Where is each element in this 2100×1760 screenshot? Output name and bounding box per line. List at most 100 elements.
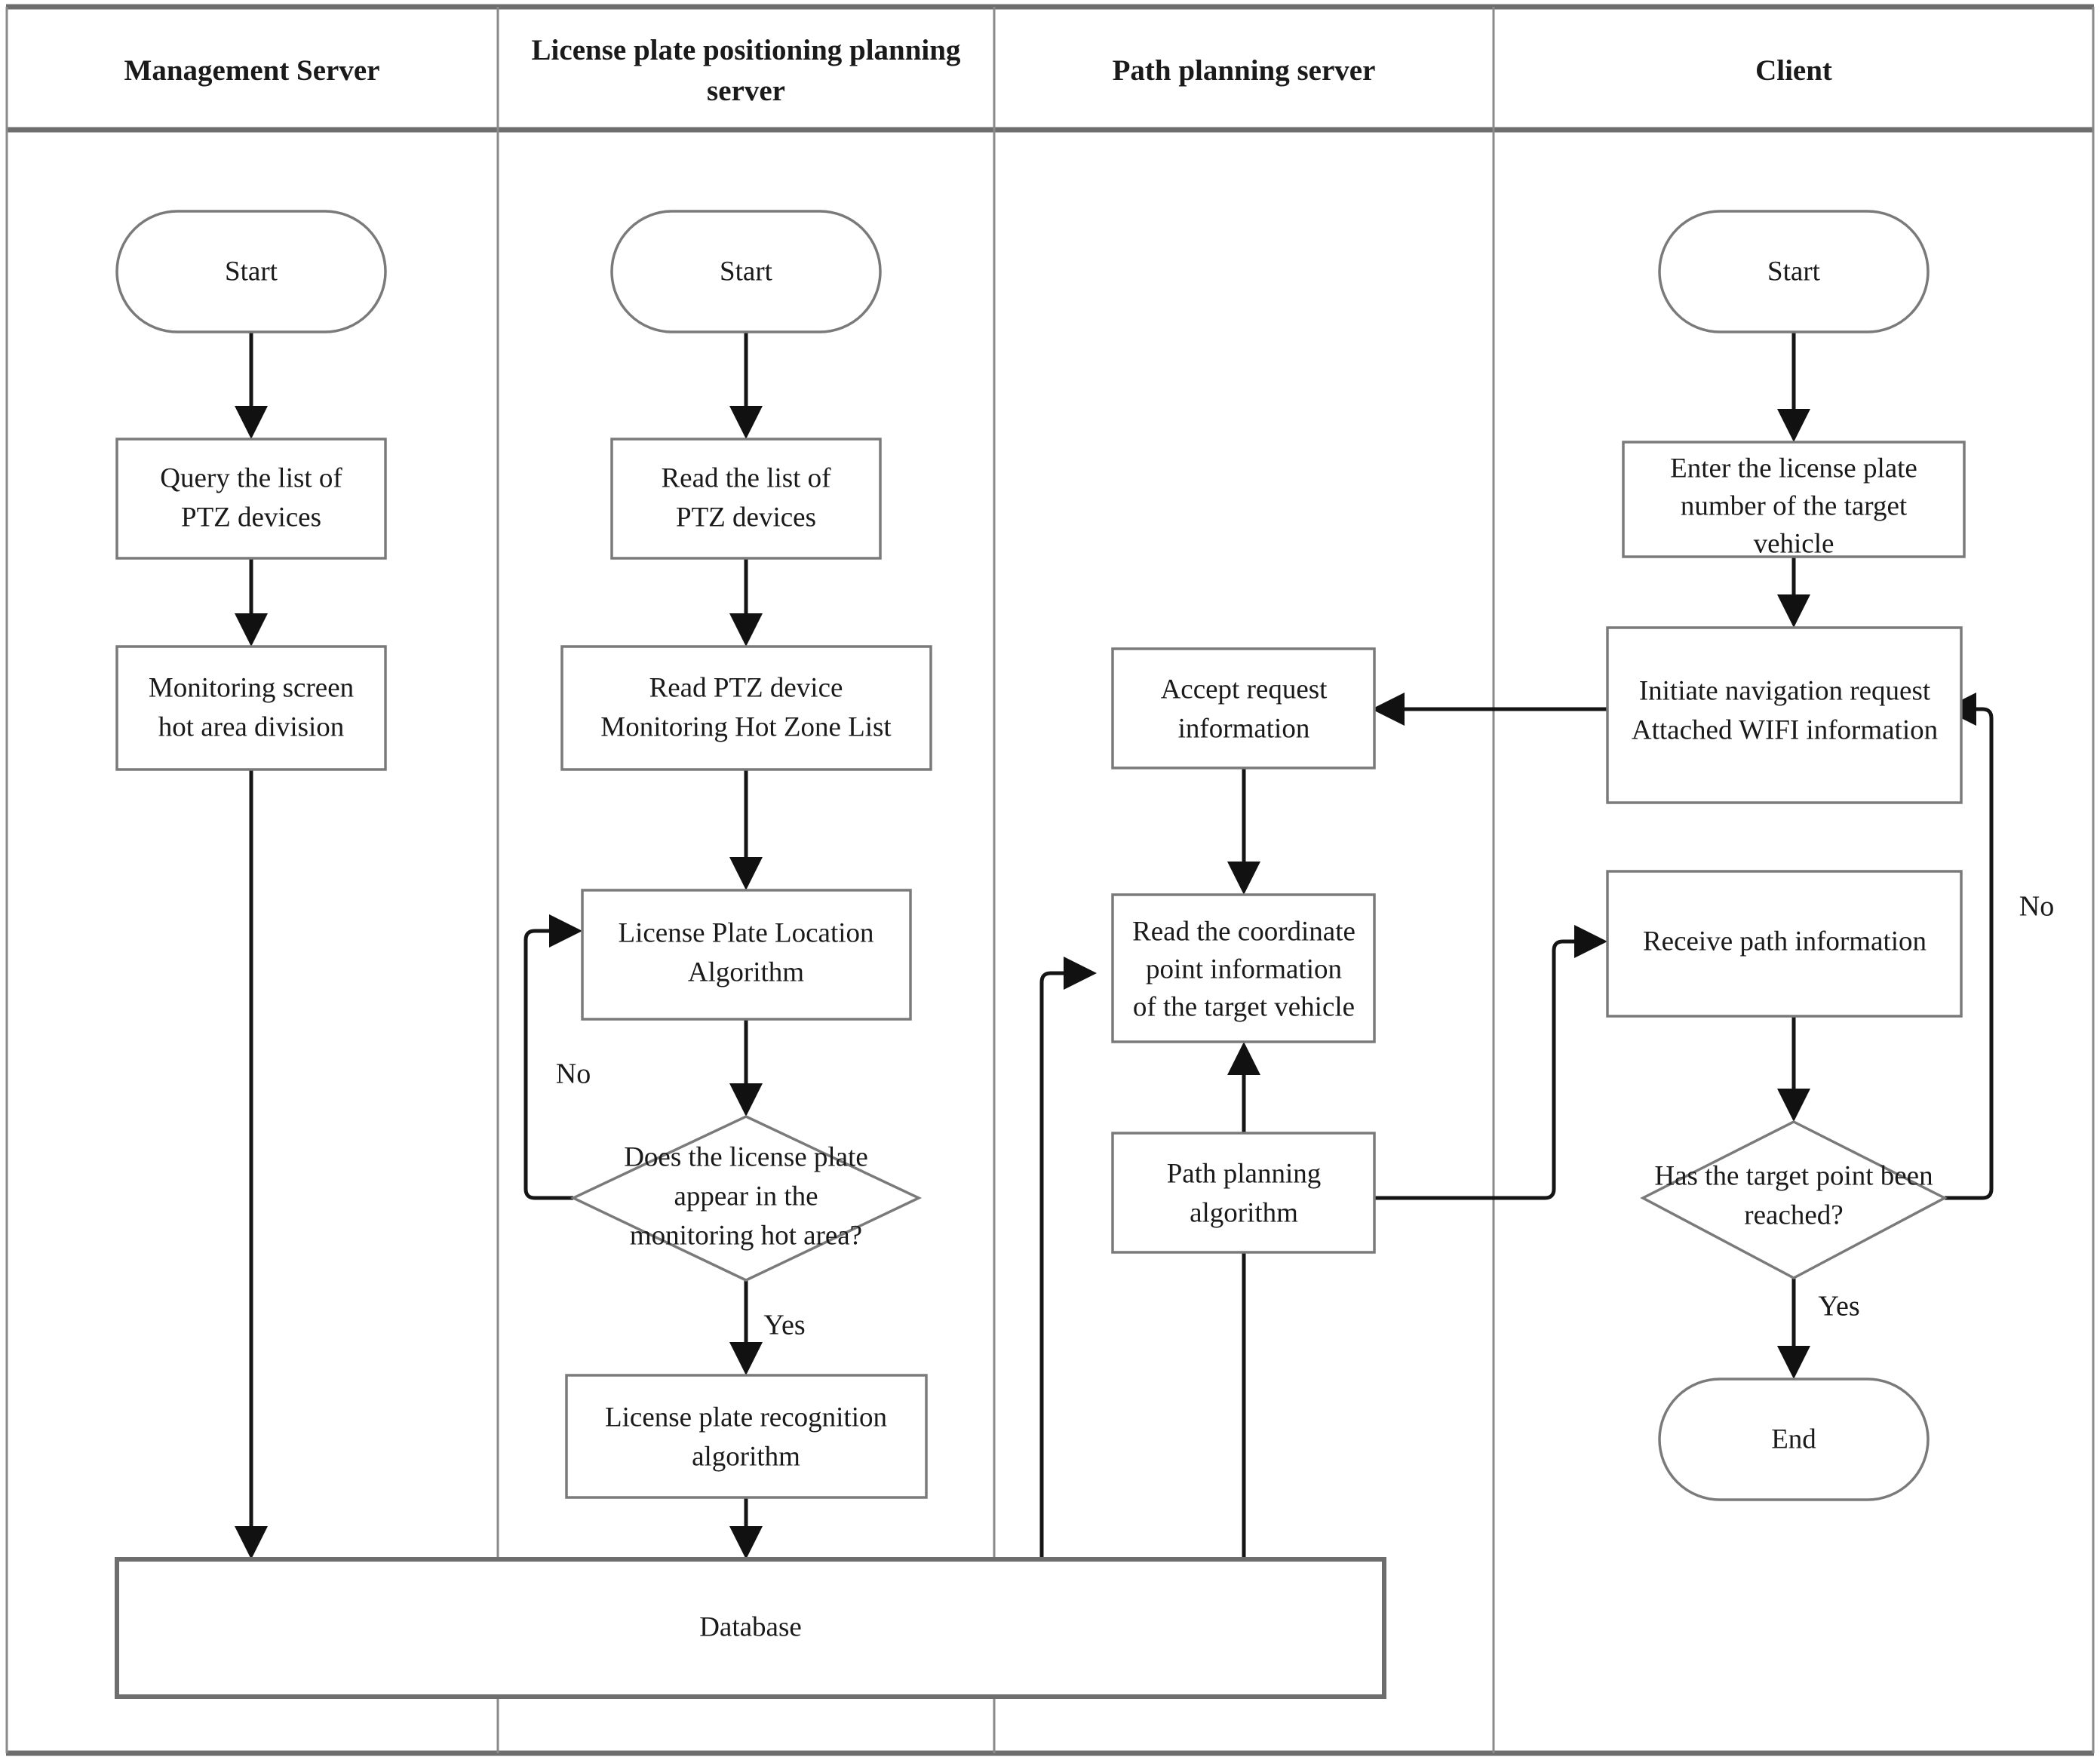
arrowhead-initiate-to-accept [1371, 693, 1405, 726]
node-label-line1: Enter the license plate [1670, 453, 1917, 484]
node-label-line1: Accept request [1161, 674, 1328, 705]
node-label-line1: License plate recognition [605, 1402, 887, 1433]
node-label-line2: number of the target [1681, 490, 1908, 521]
node-label-line3: of the target vehicle [1133, 991, 1355, 1022]
lane-title-path-planning-server: Path planning server [1113, 54, 1376, 87]
arrowhead-ppalgo-to-receivepath [1574, 925, 1607, 958]
arrowhead-database-to-readcoord [1064, 957, 1097, 990]
arrowhead-cl-start-to-enterplate [1777, 409, 1810, 442]
lane-title-license-plate-server-line1: License plate positioning planning [532, 34, 961, 66]
lane-title-license-plate-server-line2: server [707, 75, 785, 107]
terminator-shape [115, 210, 387, 333]
process-shape [1111, 647, 1376, 769]
node-label-line2: point information [1146, 954, 1342, 984]
node-pp-accept-request[interactable]: Accept request information [1111, 647, 1376, 769]
node-label: Database [699, 1611, 802, 1642]
connectors [235, 332, 1994, 1559]
arrowhead-lp-hotzone-to-locationalgo [729, 857, 763, 890]
node-label-line1: Query the list of [160, 462, 342, 493]
node-lp-read-ptz-list[interactable]: Read the list of PTZ devices [610, 438, 882, 560]
node-label-line3: vehicle [1754, 528, 1834, 559]
node-label-line2: appear in the [674, 1181, 818, 1212]
arrowhead-lp-readlist-to-hotzone [729, 613, 763, 647]
arrowhead-ms-start-to-query [235, 406, 268, 439]
node-label-line1: License Plate Location [618, 917, 873, 948]
arrowhead-pp-accept-to-readcoord [1227, 862, 1260, 895]
edge-label-cl-no: No [2019, 891, 2054, 923]
arrowhead-cl-decision-yes [1777, 1346, 1810, 1379]
terminator-shape [610, 210, 882, 333]
node-label-line2: Algorithm [688, 957, 804, 988]
node-cl-start[interactable]: Start [1658, 210, 1930, 333]
node-label-line1: Path planning [1167, 1158, 1322, 1189]
arrowhead-cl-enterplate-to-initiate [1777, 594, 1810, 628]
edge-label-lp-yes: Yes [763, 1310, 805, 1341]
node-lp-location-algorithm[interactable]: License Plate Location Algorithm [581, 889, 912, 1021]
node-label-line2: hot area division [158, 711, 345, 742]
arrowhead-ms-query-to-hotarea [235, 613, 268, 647]
node-label-line1: Does the license plate [624, 1141, 868, 1172]
lane-title-management-server: Management Server [124, 54, 380, 87]
node-pp-path-planning-algorithm[interactable]: Path planning algorithm [1111, 1132, 1376, 1254]
node-label: Start [1767, 256, 1821, 287]
node-label: Start [720, 256, 773, 287]
swimlane-frame [5, 4, 2095, 1756]
terminator-shape [1658, 210, 1930, 333]
arrowhead-cl-receive-to-decision [1777, 1089, 1810, 1122]
node-ms-monitoring-hot-area[interactable]: Monitoring screen hot area division [115, 645, 387, 771]
node-cl-initiate-navigation-request[interactable]: Initiate navigation request Attached WIF… [1606, 626, 1963, 804]
node-lp-decision-plate-in-hot-area[interactable]: Does the license plate appear in the mon… [570, 1115, 923, 1282]
arrowhead-lp-start-to-readlist [729, 406, 763, 439]
node-label-line3: monitoring hot area? [630, 1220, 862, 1251]
decision-shape [1640, 1120, 1948, 1279]
node-label-line2: information [1178, 713, 1310, 744]
node-lp-recognition-algorithm[interactable]: License plate recognition algorithm [565, 1374, 928, 1499]
node-cl-enter-license-plate[interactable]: Enter the license plate number of the ta… [1622, 441, 1966, 559]
node-ms-query-ptz-list[interactable]: Query the list of PTZ devices [115, 438, 387, 560]
node-ms-start[interactable]: Start [115, 210, 387, 333]
node-cl-decision-target-reached[interactable]: Has the target point been reached? [1640, 1120, 1948, 1279]
node-label: End [1771, 1424, 1816, 1454]
node-lp-read-hot-zone-list[interactable]: Read PTZ device Monitoring Hot Zone List [560, 645, 932, 771]
node-label-line2: reached? [1744, 1199, 1843, 1230]
node-label-line2: Monitoring Hot Zone List [600, 711, 892, 742]
edge-cl-decision-no-loop [1945, 707, 1994, 1200]
arrowhead-lp-decision-yes [729, 1342, 763, 1375]
node-label-line1: Read the list of [661, 462, 831, 493]
terminator-shape [1658, 1378, 1930, 1501]
edge-label-cl-yes: Yes [1818, 1291, 1859, 1322]
arrowhead-ms-hotarea-to-database [235, 1526, 268, 1559]
node-pp-read-coordinate-point[interactable]: Read the coordinate point information of… [1111, 893, 1376, 1043]
process-shape [115, 438, 387, 560]
lane-title-client: Client [1755, 54, 1832, 87]
edge-labels: No Yes No Yes [556, 891, 2054, 1341]
process-shape [115, 645, 387, 771]
process-shape [1606, 626, 1963, 804]
node-lp-start[interactable]: Start [610, 210, 882, 333]
decision-shape [570, 1115, 923, 1282]
node-label-line1: Has the target point been [1654, 1160, 1933, 1191]
node-database[interactable]: Database [115, 1557, 1386, 1699]
node-label-line2: algorithm [1190, 1197, 1298, 1228]
edge-label-lp-no: No [556, 1058, 591, 1090]
node-label-line2: algorithm [692, 1441, 800, 1472]
node-cl-receive-path-information[interactable]: Receive path information [1606, 870, 1963, 1018]
edge-ppalgo-to-receivepath [1374, 939, 1589, 1200]
process-shape [1622, 441, 1966, 558]
node-cl-end[interactable]: End [1658, 1378, 1930, 1501]
node-label-line1: Initiate navigation request [1639, 675, 1931, 706]
lane-header-row: Management Server License plate position… [124, 34, 1832, 107]
arrowhead-pp-algo-to-readcoord [1227, 1042, 1260, 1075]
process-shape [581, 889, 912, 1021]
database-shape [115, 1557, 1386, 1699]
process-shape [1111, 1132, 1376, 1254]
node-label-line2: PTZ devices [676, 502, 816, 533]
node-label-line2: Attached WIFI information [1632, 714, 1938, 745]
node-label-line1: Monitoring screen [149, 672, 354, 703]
process-shape [565, 1374, 928, 1499]
node-label-line1: Read PTZ device [649, 672, 843, 703]
process-shape [1606, 870, 1963, 1018]
edge-database-to-readcoord [1039, 971, 1079, 1559]
